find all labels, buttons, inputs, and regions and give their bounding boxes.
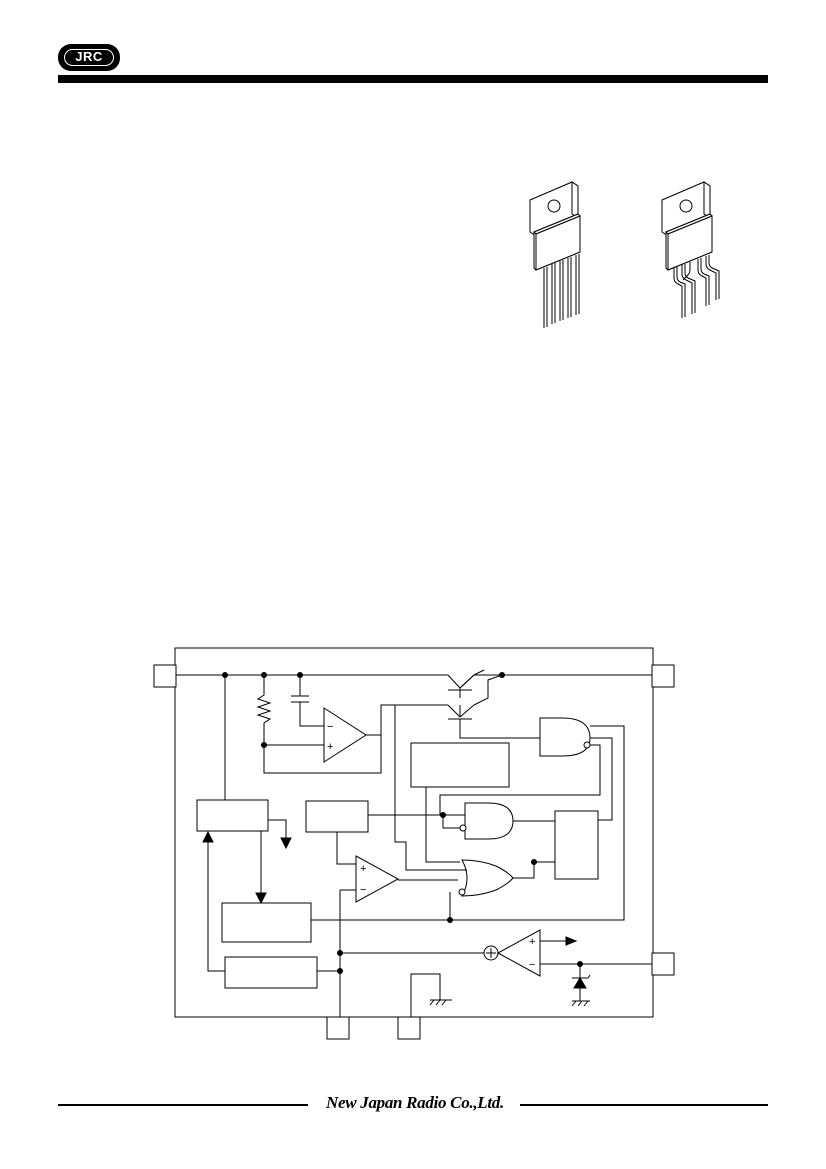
footer-rule-left	[58, 1104, 308, 1106]
block-left	[196, 799, 269, 832]
footer-rule-right	[520, 1104, 768, 1106]
comparator-lower	[355, 855, 400, 903]
block-lower-left	[221, 902, 312, 943]
formed-lead-package-illustration	[661, 181, 720, 318]
block-latch	[554, 810, 599, 880]
zener-diode	[573, 977, 587, 989]
nand-gate	[539, 717, 591, 757]
header-rule	[58, 75, 768, 83]
or-gate	[461, 859, 514, 897]
jrc-logo: JRC	[58, 44, 120, 71]
error-amp	[496, 929, 541, 977]
error-amp-plus-label: +	[529, 936, 535, 948]
block-diagram: − + + − + −	[153, 647, 675, 1040]
comparator-upper-plus-label: +	[327, 741, 333, 753]
block-center-top	[410, 742, 510, 788]
pin-vout	[651, 664, 675, 688]
pin-vin	[153, 664, 177, 688]
block-mid	[305, 800, 369, 833]
jrc-logo-text: JRC	[64, 49, 114, 66]
comparator-lower-minus-label: −	[360, 884, 366, 896]
pin-adj	[651, 952, 675, 976]
comparator-lower-plus-label: +	[360, 863, 366, 875]
comparator-upper	[323, 707, 367, 763]
straight-lead-package-illustration	[529, 181, 581, 328]
block-bottom-left	[224, 956, 318, 989]
error-amp-minus-label: −	[529, 959, 535, 971]
company-name: New Japan Radio Co.,Ltd.	[326, 1093, 504, 1112]
and-gate	[464, 802, 514, 840]
pin-gnd	[397, 1016, 421, 1040]
comparator-upper-minus-label: −	[327, 721, 333, 733]
pin-bottom-left	[326, 1016, 350, 1040]
